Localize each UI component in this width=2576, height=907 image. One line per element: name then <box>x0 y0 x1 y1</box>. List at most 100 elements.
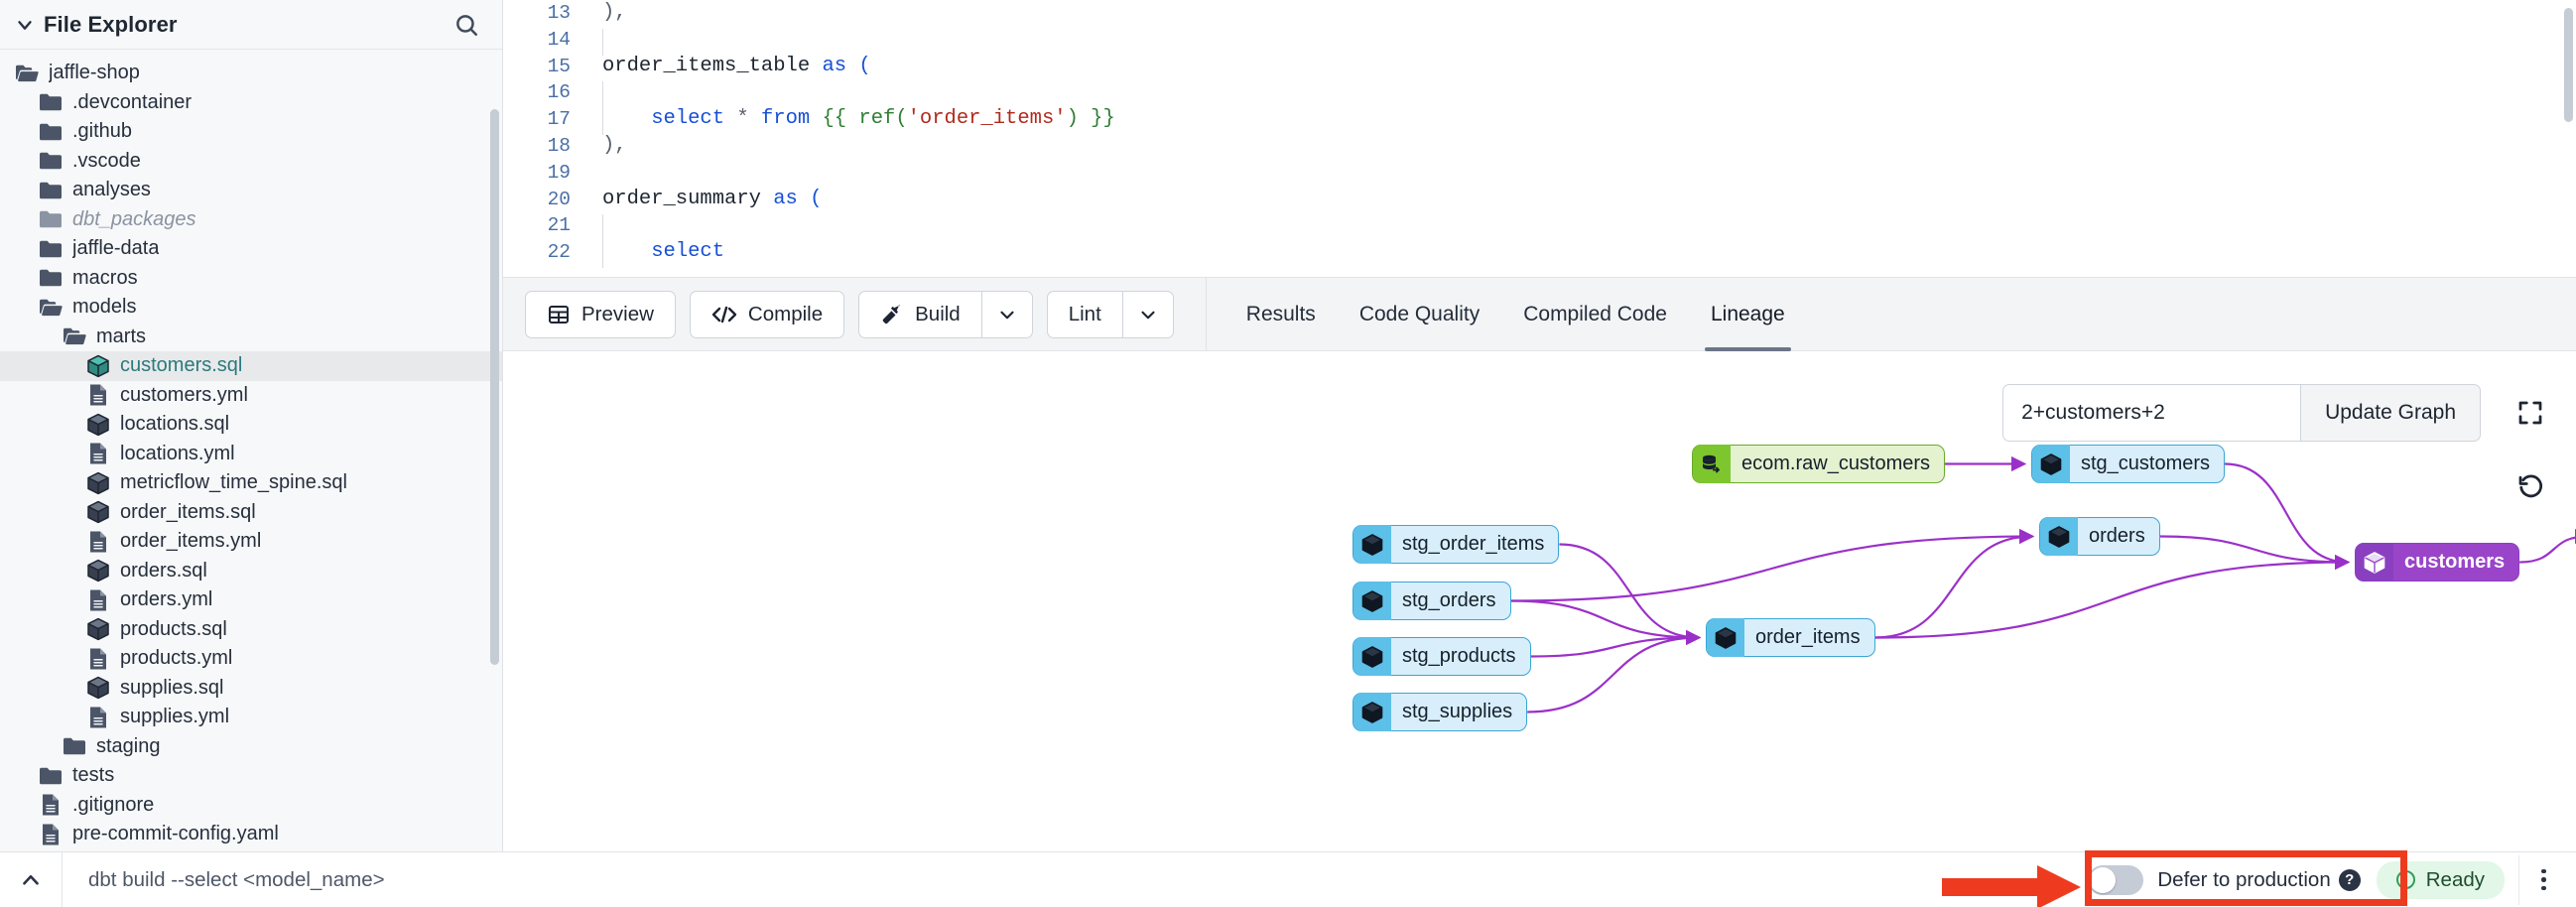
editor-scrollbar[interactable] <box>2564 8 2573 122</box>
folder-icon <box>38 238 64 260</box>
tab-results[interactable]: Results <box>1245 302 1316 325</box>
lineage-node-label: order_items <box>1755 626 1861 648</box>
indent-guide <box>602 241 603 268</box>
model-cube-icon <box>1353 582 1391 620</box>
kebab-menu-icon[interactable] <box>2518 854 2568 905</box>
code-text[interactable]: order_items_table as ( <box>602 54 871 77</box>
lineage-node-orders[interactable]: orders <box>2039 517 2160 556</box>
lineage-node-order_items[interactable]: order_items <box>1706 618 1875 657</box>
folder-icon <box>38 765 64 787</box>
expand-fullscreen-icon[interactable] <box>2505 387 2556 439</box>
tree-item[interactable]: customers.yml <box>0 381 502 411</box>
tree-item[interactable]: supplies.yml <box>0 703 502 732</box>
tree-item[interactable]: macros <box>0 264 502 294</box>
defer-to-production-control[interactable]: Defer to production ? <box>2072 864 2376 895</box>
search-icon[interactable] <box>452 11 480 39</box>
tree-item[interactable]: analyses <box>0 176 502 205</box>
tree-item-label: supplies.sql <box>120 676 224 699</box>
tree-item[interactable]: order_items.yml <box>0 527 502 557</box>
tab-compiled-code[interactable]: Compiled Code <box>1523 302 1667 325</box>
model-cube-icon <box>2032 445 2070 483</box>
tree-item[interactable]: metricflow_time_spine.sql <box>0 468 502 498</box>
model-cube-icon <box>1353 693 1391 731</box>
tree-item[interactable]: .github <box>0 117 502 147</box>
model-cube-icon <box>85 677 111 700</box>
indent-guide <box>602 214 603 242</box>
code-text[interactable]: order_summary as ( <box>602 187 823 210</box>
tree-item[interactable]: jaffle-shop <box>0 59 502 88</box>
tree-item[interactable]: marts <box>0 323 502 352</box>
tree-item[interactable]: .devcontainer <box>0 88 502 118</box>
tree-item[interactable]: locations.yml <box>0 440 502 469</box>
build-label: Build <box>915 302 961 325</box>
yaml-file-icon <box>85 531 111 553</box>
tab-lineage[interactable]: Lineage <box>1689 278 1807 351</box>
tree-item[interactable]: orders.yml <box>0 585 502 615</box>
compile-button[interactable]: Compile <box>689 290 845 338</box>
lint-dropdown-caret[interactable] <box>1121 290 1174 338</box>
sidebar-scrollbar[interactable] <box>490 109 499 665</box>
toggle-knob <box>2090 866 2117 893</box>
model-cube-icon <box>85 471 111 494</box>
model-cube-icon <box>85 501 111 524</box>
lineage-node-stg_order_items[interactable]: stg_order_items <box>1352 525 1560 564</box>
lineage-node-stg_orders[interactable]: stg_orders <box>1352 582 1511 620</box>
tree-item[interactable]: .vscode <box>0 147 502 177</box>
preview-button[interactable]: Preview <box>525 290 676 338</box>
tree-item-label: .gitignore <box>72 793 155 816</box>
code-text[interactable]: ), <box>602 1 627 24</box>
folder-icon <box>38 208 64 230</box>
tree-item[interactable]: pre-commit-config.yaml <box>0 820 502 849</box>
reset-rotate-icon[interactable] <box>2505 460 2556 512</box>
tree-item-label: products.yml <box>120 647 233 670</box>
tree-item[interactable]: products.sql <box>0 615 502 645</box>
command-hint[interactable]: dbt build --select <model_name> <box>88 867 385 891</box>
tree-item[interactable]: products.yml <box>0 644 502 674</box>
lint-button[interactable]: Lint <box>1046 290 1122 338</box>
build-button[interactable]: Build <box>858 290 981 338</box>
tree-item[interactable]: tests <box>0 761 502 791</box>
folder-open-icon <box>38 297 64 319</box>
tree-item[interactable]: locations.sql <box>0 410 502 440</box>
tree-item[interactable]: order_items.sql <box>0 498 502 528</box>
tree-item[interactable]: .gitignore <box>0 791 502 821</box>
lineage-node-ecom_raw_customers[interactable]: ecom.raw_customers <box>1692 445 1946 483</box>
chevron-down-icon[interactable] <box>14 14 36 36</box>
line-number: 13 <box>547 2 571 24</box>
lineage-edge <box>2519 528 2576 564</box>
tree-item[interactable]: orders.sql <box>0 557 502 586</box>
lineage-node-stg_customers[interactable]: stg_customers <box>2031 445 2226 483</box>
tree-item[interactable]: supplies.sql <box>0 674 502 704</box>
chevron-up-icon[interactable] <box>0 867 62 893</box>
yaml-file-icon <box>38 824 64 845</box>
graph-controls: 2+customers+2 Update Graph <box>2002 384 2481 442</box>
lineage-edge <box>1559 543 1702 646</box>
code-text[interactable]: select * from {{ ref('order_items') }} <box>651 107 1115 131</box>
lineage-node-customers_model[interactable]: customers <box>2355 543 2520 582</box>
graph-selector-input[interactable]: 2+customers+2 <box>2002 384 2301 442</box>
tree-item[interactable]: models <box>0 293 502 323</box>
lineage-graph-canvas[interactable]: 2+customers+2 Update Graph ecom.raw_cust… <box>503 351 2576 851</box>
tree-item[interactable]: customers.sql <box>0 351 502 381</box>
update-graph-button[interactable]: Update Graph <box>2300 384 2481 442</box>
defer-label: Defer to production <box>2157 867 2331 891</box>
lineage-node-stg_supplies[interactable]: stg_supplies <box>1352 693 1528 731</box>
code-text[interactable]: select <box>651 240 725 264</box>
tree-item[interactable]: dbt_packages <box>0 205 502 235</box>
tree-item-label: products.sql <box>120 617 227 640</box>
tree-item[interactable]: staging <box>0 732 502 762</box>
lineage-node-stg_products[interactable]: stg_products <box>1352 637 1531 676</box>
build-dropdown-caret[interactable] <box>980 290 1033 338</box>
tab-code-quality[interactable]: Code Quality <box>1358 302 1481 325</box>
model-cube-icon <box>85 618 111 641</box>
lineage-edge <box>1874 554 2351 639</box>
line-number: 16 <box>547 81 571 104</box>
yaml-file-icon <box>85 443 111 464</box>
defer-toggle[interactable] <box>2088 864 2144 895</box>
tree-item[interactable]: jaffle-data <box>0 234 502 264</box>
code-text[interactable]: ), <box>602 133 627 157</box>
question-help-icon[interactable]: ? <box>2338 868 2361 891</box>
